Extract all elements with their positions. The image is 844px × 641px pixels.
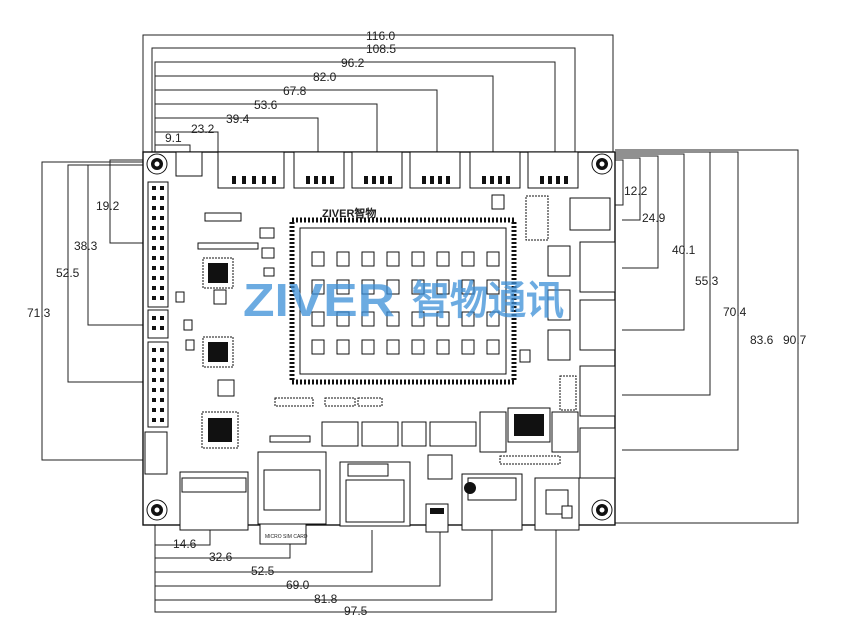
- dim-label-right: 55.3: [695, 274, 719, 288]
- dim-label-right: 12.2: [624, 184, 648, 198]
- dim-label-top: 39.4: [226, 112, 250, 126]
- sim-card-label: MICRO SIM CARD: [265, 534, 308, 540]
- dim-label-top: 53.6: [254, 98, 278, 112]
- dim-label-bottom: 69.0: [286, 578, 310, 592]
- dim-label-right: 70.4: [723, 305, 747, 319]
- dim-label-bottom: 81.8: [314, 592, 338, 606]
- dim-label-right: 90.7: [783, 333, 807, 347]
- middle-connectors: [269, 397, 579, 480]
- dim-label-right: 24.9: [642, 211, 666, 225]
- dim-label-bottom: 52.5: [251, 564, 275, 578]
- pcb-board: ZIVER智物: [142, 151, 616, 545]
- dim-label-top: 96.2: [341, 56, 365, 70]
- dim-label-top: 9.1: [165, 131, 182, 145]
- dim-label-top: 82.0: [313, 70, 337, 84]
- dim-label-top: 67.8: [283, 84, 307, 98]
- dim-label-right: 40.1: [672, 243, 696, 257]
- dim-label-left: 19.2: [96, 199, 120, 213]
- dim-label-bottom: 14.6: [173, 537, 197, 551]
- dim-label-top: 23.2: [191, 122, 215, 136]
- bottom-connectors: MICRO SIM CARD: [179, 451, 580, 545]
- dim-label-bottom: 97.5: [344, 604, 368, 618]
- main-module: [289, 217, 517, 385]
- watermark: ZIVER 智物通讯: [243, 274, 564, 326]
- right-components: [491, 194, 616, 479]
- dim-label-left: 38.3: [74, 239, 98, 253]
- left-components: [175, 212, 275, 449]
- top-connectors: [175, 151, 579, 189]
- watermark-latin: ZIVER: [243, 274, 395, 326]
- dim-label-top: 108.5: [366, 42, 396, 56]
- left-pin-header: [144, 181, 169, 475]
- mounting-holes: [146, 153, 613, 521]
- silkscreen-logo: ZIVER智物: [322, 206, 376, 220]
- dim-label-top: 116.0: [366, 29, 395, 43]
- watermark-chinese: 智物通讯: [412, 279, 564, 323]
- dimension-labels: 116.0 108.5 96.2 82.0 67.8 53.6 39.4 23.…: [27, 29, 807, 618]
- dim-label-left: 71.3: [27, 306, 51, 320]
- dim-label-right: 83.6: [750, 333, 774, 347]
- dim-label-bottom: 32.6: [209, 550, 233, 564]
- dim-label-left: 52.5: [56, 266, 80, 280]
